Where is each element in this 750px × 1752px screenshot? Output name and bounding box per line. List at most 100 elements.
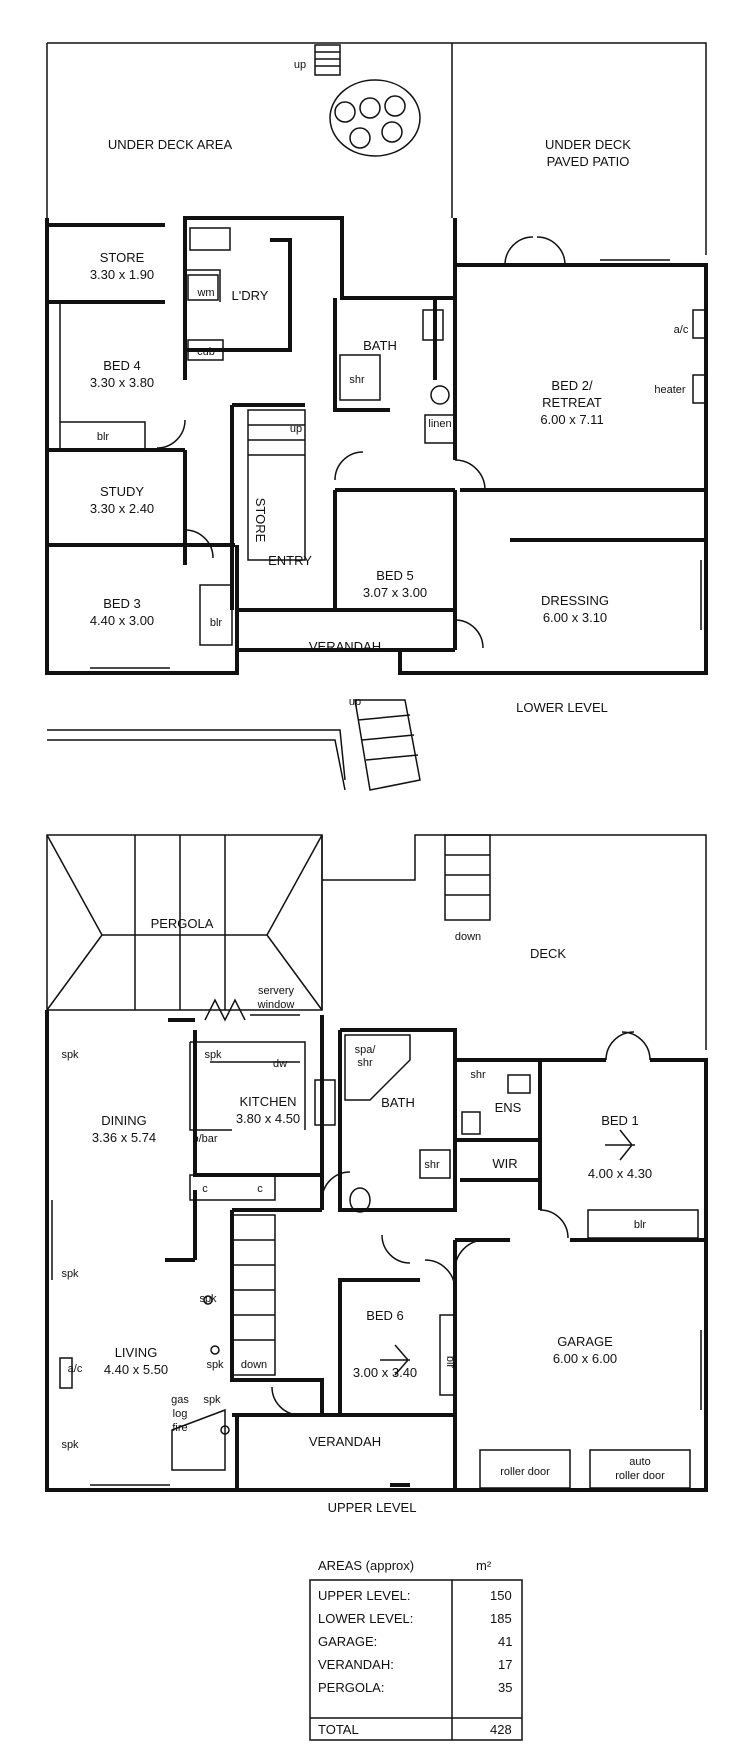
- label-spk-kitchen: spk: [204, 1049, 222, 1061]
- label-linen: linen: [428, 418, 451, 430]
- label-upper-level: UPPER LEVEL: [328, 1500, 417, 1515]
- label-bed6-dim: 3.00 x 3.40: [353, 1365, 417, 1380]
- label-living-dim: 4.40 x 5.50: [104, 1362, 168, 1377]
- areas-unit: m²: [476, 1558, 492, 1573]
- label-pergola: PERGOLA: [151, 916, 214, 931]
- label-store-dim: 3.30 x 1.90: [90, 267, 154, 282]
- lower-level-plan: [45, 42, 708, 791]
- areas-table: [309, 1579, 523, 1741]
- label-wm: wm: [196, 287, 214, 299]
- label-ac-upper: a/c: [68, 1363, 83, 1375]
- label-up-outside: up: [349, 696, 361, 708]
- label-bed3-dim: 4.40 x 3.00: [90, 613, 154, 628]
- label-dressing-dim: 6.00 x 3.10: [543, 610, 607, 625]
- areas-row-value-0: 150: [490, 1588, 512, 1603]
- label-bath-upper: BATH: [381, 1095, 415, 1110]
- label-gas-3: fire: [172, 1422, 187, 1434]
- label-laundry: L'DRY: [232, 288, 269, 303]
- label-down-deck: down: [455, 931, 481, 943]
- label-bed1: BED 1: [601, 1113, 639, 1128]
- areas-row-value-4: 35: [498, 1680, 512, 1695]
- label-blr-bed6: blr: [444, 1356, 456, 1369]
- label-wir: WIR: [492, 1156, 517, 1171]
- areas-row-label-4: PERGOLA:: [318, 1680, 384, 1695]
- label-store-vertical: STORE: [253, 498, 268, 543]
- label-bath-lower: BATH: [363, 338, 397, 353]
- label-heater: heater: [654, 384, 686, 396]
- label-kitchen-dim: 3.80 x 4.50: [236, 1111, 300, 1126]
- label-down-stair: down: [241, 1359, 267, 1371]
- label-garage-dim: 6.00 x 6.00: [553, 1351, 617, 1366]
- areas-total-value: 428: [490, 1722, 512, 1737]
- label-auto-1: auto: [629, 1456, 650, 1468]
- label-store: STORE: [100, 250, 145, 265]
- areas-total-label: TOTAL: [318, 1722, 359, 1737]
- areas-row-value-2: 41: [498, 1634, 512, 1649]
- label-c-1: c: [202, 1183, 208, 1195]
- label-spk-gas: spk: [203, 1394, 221, 1406]
- label-shr-lower: shr: [349, 374, 365, 386]
- label-bed6: BED 6: [366, 1308, 404, 1323]
- label-bed5-dim: 3.07 x 3.00: [363, 585, 427, 600]
- label-deck: DECK: [530, 946, 566, 961]
- label-shr-ens: shr: [470, 1069, 486, 1081]
- label-verandah-lower: VERANDAH: [309, 639, 381, 654]
- areas-row-value-3: 17: [498, 1657, 512, 1672]
- label-spk-dining-lower: spk: [61, 1268, 79, 1280]
- label-garage: GARAGE: [557, 1334, 613, 1349]
- label-bed4-dim: 3.30 x 3.80: [90, 375, 154, 390]
- label-verandah-upper: VERANDAH: [309, 1434, 381, 1449]
- label-dressing: DRESSING: [541, 593, 609, 608]
- label-spa-1: spa/: [355, 1044, 377, 1056]
- label-blr-bed4: blr: [97, 431, 110, 443]
- label-cub: cub: [197, 346, 215, 358]
- label-bed5: BED 5: [376, 568, 414, 583]
- areas-heading: AREAS (approx): [318, 1558, 414, 1573]
- label-spk-living: spk: [199, 1293, 217, 1305]
- label-under-deck-area: UNDER DECK AREA: [108, 137, 233, 152]
- label-study: STUDY: [100, 484, 144, 499]
- label-kitchen: KITCHEN: [239, 1094, 296, 1109]
- label-blr-bed1: blr: [634, 1219, 647, 1231]
- label-dw: dw: [273, 1058, 287, 1070]
- label-up-top: up: [294, 59, 306, 71]
- label-living: LIVING: [115, 1345, 158, 1360]
- label-blr-bed3: blr: [210, 617, 223, 629]
- label-bed2-dim: 6.00 x 7.11: [540, 412, 603, 427]
- label-bbar: b/bar: [192, 1133, 217, 1145]
- label-gas-1: gas: [171, 1394, 189, 1406]
- label-spk-corner: spk: [61, 1439, 79, 1451]
- label-auto-2: roller door: [615, 1470, 665, 1482]
- label-up-stair: up: [290, 423, 302, 435]
- label-shr-bath: shr: [424, 1159, 440, 1171]
- label-gas-2: log: [173, 1408, 188, 1420]
- label-lower-level: LOWER LEVEL: [516, 700, 608, 715]
- label-spa-2: shr: [357, 1057, 373, 1069]
- label-bed2-1: BED 2/: [551, 378, 593, 393]
- label-study-dim: 3.30 x 2.40: [90, 501, 154, 516]
- label-bed3: BED 3: [103, 596, 141, 611]
- label-bed4: BED 4: [103, 358, 141, 373]
- label-under-deck-patio-1: UNDER DECK: [545, 137, 631, 152]
- areas-row-label-1: LOWER LEVEL:: [318, 1611, 413, 1626]
- label-roller-door: roller door: [500, 1466, 550, 1478]
- label-spk-living-2: spk: [206, 1359, 224, 1371]
- label-ac-lower: a/c: [674, 324, 689, 336]
- areas-row-label-2: GARAGE:: [318, 1634, 377, 1649]
- label-entry: ENTRY: [268, 553, 312, 568]
- label-servery-1: servery: [258, 985, 295, 997]
- label-servery-2: window: [257, 999, 295, 1011]
- label-dining: DINING: [101, 1113, 147, 1128]
- label-spk-dining: spk: [61, 1049, 79, 1061]
- label-c-2: c: [257, 1183, 263, 1195]
- upper-level-plan: [45, 834, 708, 1492]
- areas-row-label-0: UPPER LEVEL:: [318, 1588, 411, 1603]
- label-under-deck-patio-2: PAVED PATIO: [547, 154, 630, 169]
- label-dining-dim: 3.36 x 5.74: [92, 1130, 156, 1145]
- areas-row-value-1: 185: [490, 1611, 512, 1626]
- label-ens: ENS: [495, 1100, 522, 1115]
- label-bed1-dim: 4.00 x 4.30: [588, 1166, 652, 1181]
- areas-row-label-3: VERANDAH:: [318, 1657, 394, 1672]
- label-bed2-2: RETREAT: [542, 395, 602, 410]
